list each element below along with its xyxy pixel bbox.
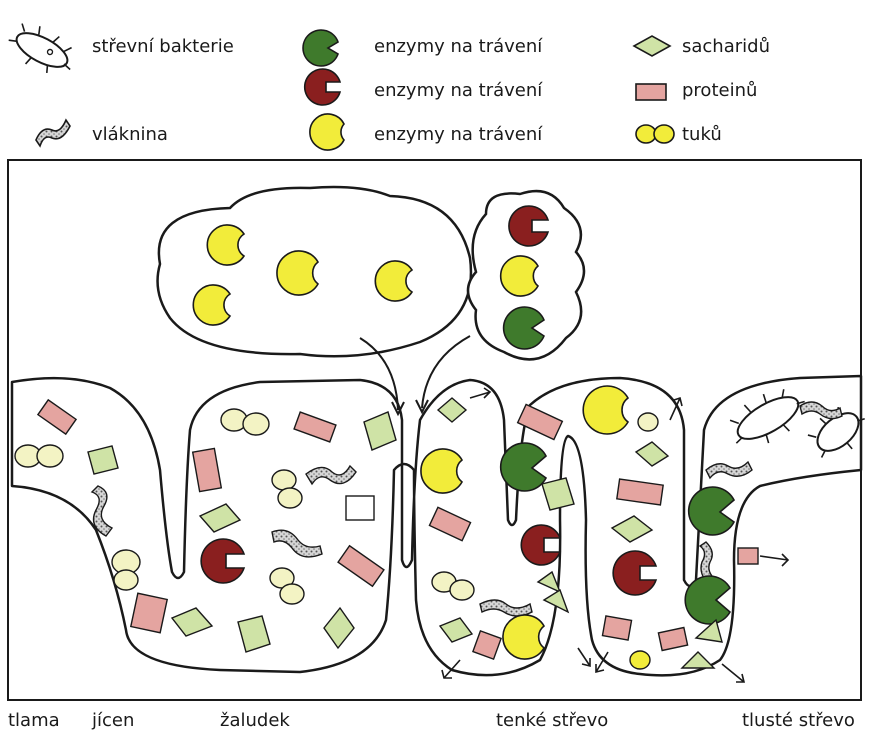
- protein-particle: [602, 616, 631, 640]
- pancreas-gland: [158, 187, 471, 356]
- yellow-enzyme-icon: [501, 256, 538, 296]
- protein-particle: [738, 548, 758, 564]
- yellow-enzyme-icon: [277, 251, 318, 295]
- yellow-enzyme-icon: [583, 386, 628, 434]
- arrow: [578, 648, 590, 666]
- yellow-enzyme-icon: [207, 225, 244, 265]
- carb-particle: [88, 446, 118, 474]
- yellow-enzyme-icon: [193, 285, 230, 325]
- enzyme-red-icon: [305, 69, 340, 105]
- fiber-icon: [36, 120, 70, 146]
- enzyme-green-icon: [303, 30, 338, 66]
- protein-particle: [131, 593, 167, 632]
- enzyme-yellow-icon: [310, 114, 344, 150]
- carb-particle: [346, 496, 374, 520]
- yellow-enzyme-icon: [375, 261, 412, 301]
- protein-icon: [636, 84, 666, 100]
- fat-particle: [638, 413, 658, 431]
- arrow: [760, 554, 788, 566]
- arrow: [722, 664, 744, 682]
- carb-icon: [634, 36, 670, 56]
- bacteria-icon: [3, 16, 82, 83]
- yellow-enzyme-icon: [421, 449, 462, 493]
- fat-icon: [636, 125, 674, 143]
- fat-particle: [114, 570, 138, 590]
- fat-particle: [630, 651, 650, 669]
- yellow-enzyme-icon: [503, 615, 544, 659]
